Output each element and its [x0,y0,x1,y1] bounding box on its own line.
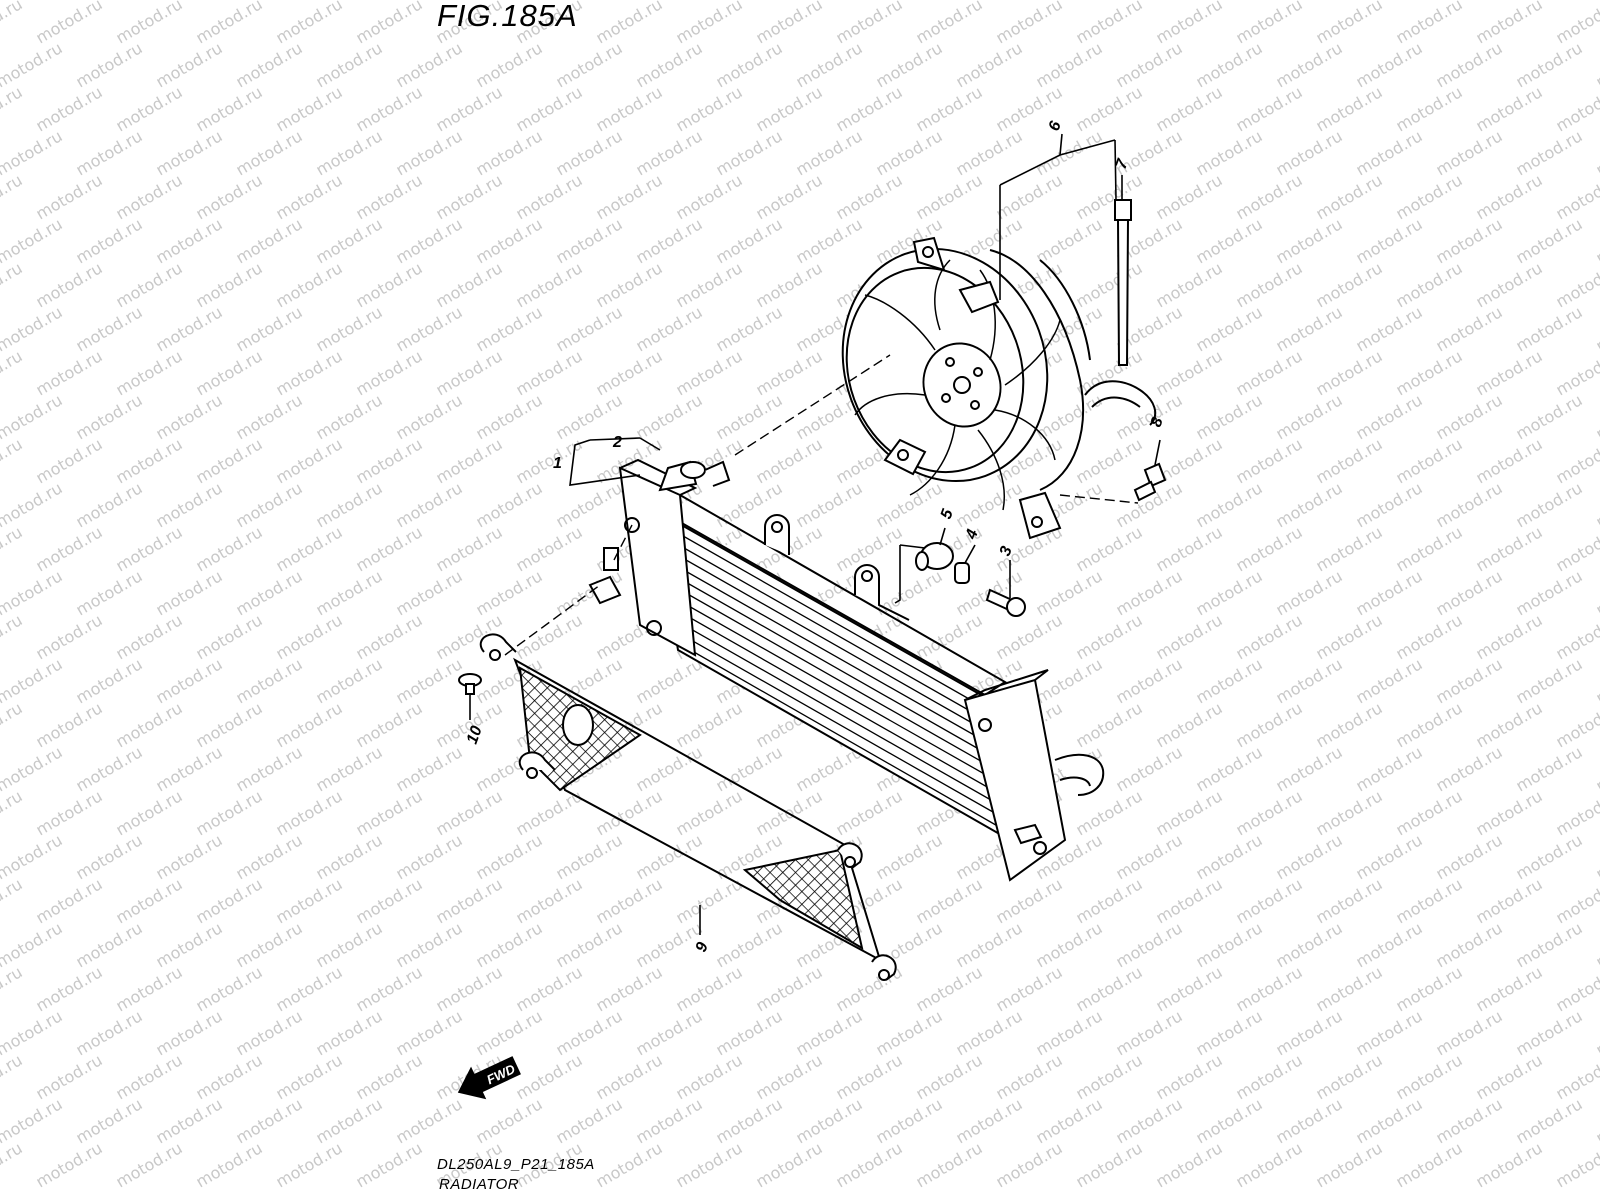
cooling-fan-assembly [841,236,1157,540]
cable-tie [1114,199,1132,366]
mount-hardware [915,542,1026,617]
callout-2: 2 [612,434,622,451]
figure-code: DL250AL9_P21_185A [437,1156,595,1173]
callout-4: 4 [962,527,981,542]
callout-8: 8 [1148,415,1167,429]
guard-screw [458,673,482,695]
callout-9: 9 [693,940,712,954]
alignment-dashes [504,354,1139,656]
radiator-fins [654,519,1009,833]
figure-name: RADIATOR [439,1176,520,1193]
figure-title: FIG.185A [437,0,578,33]
radiator-core [588,458,1105,882]
fan-bolt [1133,462,1167,502]
callout-3: 3 [997,544,1016,558]
forward-arrow-icon: FWD [457,1056,521,1100]
callout-1: 1 [553,455,562,472]
callout-5: 5 [938,506,957,521]
callout-6: 6 [1046,119,1065,133]
callout-10: 10 [464,724,486,747]
radiator-screen-guard [479,633,897,981]
leader-lines [469,133,1161,935]
